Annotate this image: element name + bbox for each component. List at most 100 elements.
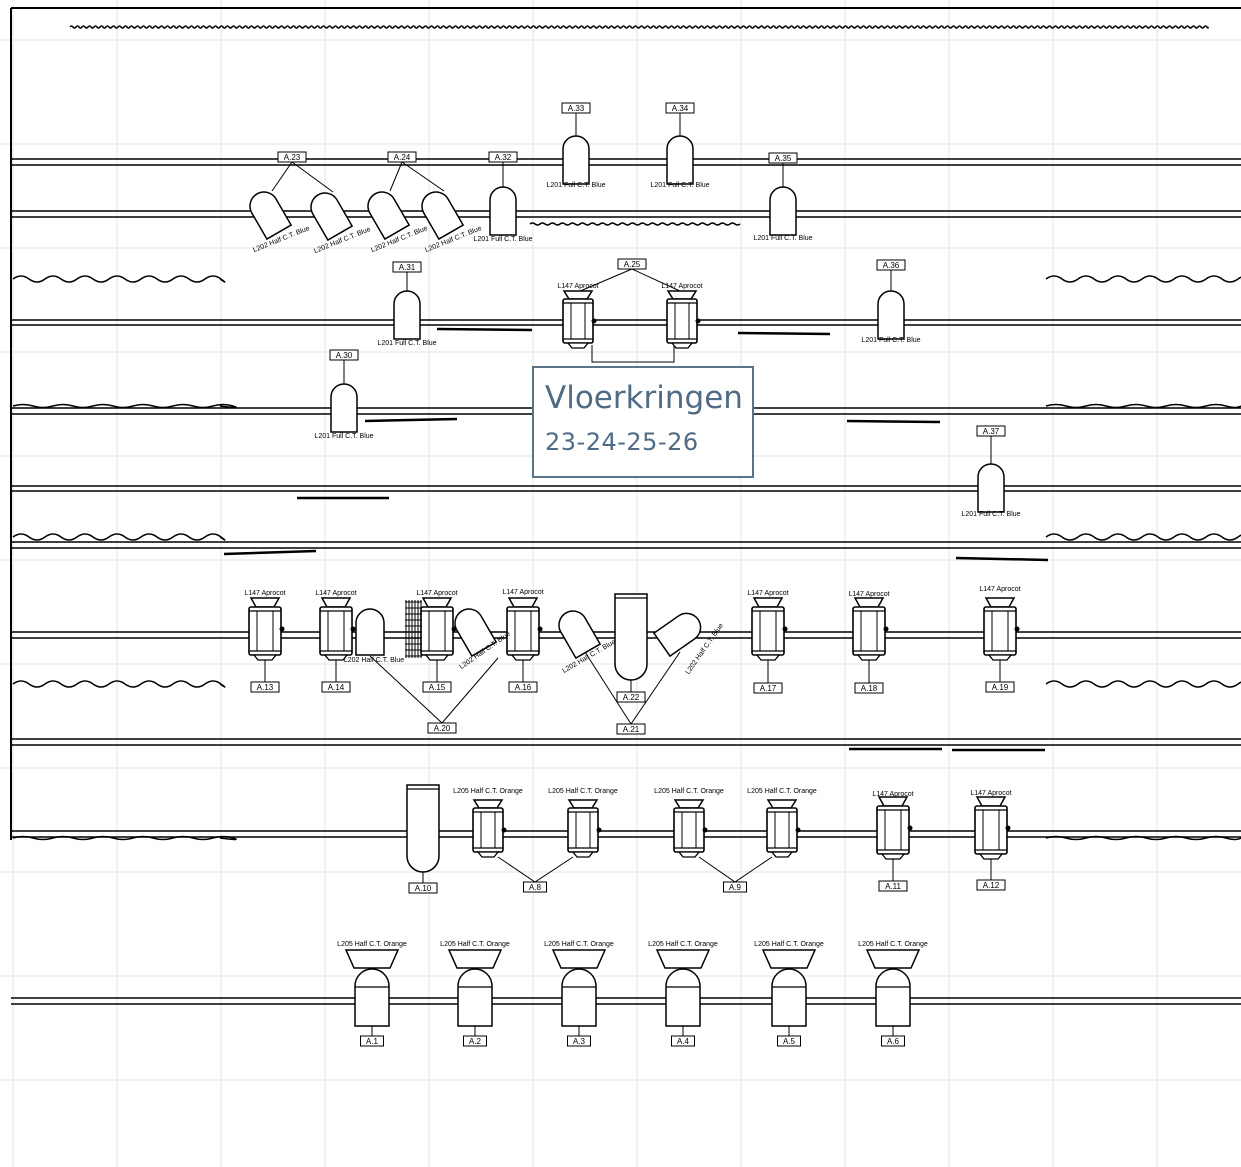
fixture-body [420, 606, 454, 656]
gel-label: L147 Aprocot [557, 283, 598, 290]
fixture-body [248, 606, 282, 656]
yoke [571, 851, 595, 858]
fixture-body [567, 807, 599, 853]
gel-label: L147 Aprocot [979, 586, 1020, 593]
fixture-body [367, 191, 411, 241]
clamp [596, 827, 602, 833]
channel-tag [617, 258, 647, 270]
gel-label: L205 Half C.T. Orange [754, 941, 824, 948]
channel-tag [508, 681, 538, 693]
gel-label: L201 Full C.T. Blue [314, 433, 373, 440]
fixture-body [665, 968, 701, 1027]
curtain [12, 403, 237, 409]
channel-tag [463, 1035, 487, 1047]
channel-label: A.13 [257, 683, 274, 692]
channel-tag [427, 722, 457, 734]
batten [11, 541, 1241, 549]
stage-structure [10, 7, 1241, 1005]
fixture-body [562, 298, 594, 344]
channel-tag [422, 681, 452, 693]
gel-label: L201 Full C.T. Blue [861, 337, 920, 344]
channel-tag [567, 1035, 591, 1047]
barn-door [551, 949, 607, 969]
channel-tag [876, 259, 906, 271]
hang-line [271, 161, 293, 192]
yoke [252, 654, 278, 661]
fixture-body [561, 968, 597, 1027]
clamp [907, 825, 913, 831]
channel-tag [768, 152, 798, 164]
fixture-body [406, 784, 440, 873]
fixture-body [769, 186, 797, 236]
fixture-body [330, 383, 358, 433]
gel-label: L205 Half C.T. Orange [453, 788, 523, 795]
fixture-body [558, 610, 602, 660]
barn-door [984, 597, 1016, 608]
gel-label: L205 Half C.T. Orange [654, 788, 724, 795]
channel-label: A.33 [568, 104, 585, 113]
channel-tag [665, 102, 695, 114]
yoke [880, 853, 906, 860]
channel-label: A.3 [573, 1037, 586, 1046]
fixture-A-9: L205 Half C.T. Orange L205 Half C.T. Oran… [654, 788, 817, 893]
channel-label: A.30 [336, 351, 353, 360]
channel-label: A.35 [775, 154, 792, 163]
gel-label: L205 Half C.T. Orange [747, 788, 817, 795]
channel-tag [985, 681, 1015, 693]
marker-stroke [955, 556, 1049, 562]
fixture-body [766, 807, 798, 853]
clamp [1014, 626, 1020, 632]
channel-tag [616, 723, 646, 735]
batten [11, 485, 1241, 492]
clamp [702, 827, 708, 833]
channel-label: A.10 [415, 884, 432, 893]
channel-label: A.31 [399, 263, 416, 272]
yoke [856, 654, 882, 661]
barn-door [877, 796, 909, 807]
channel-tag [671, 1035, 695, 1047]
callout-title: Vloerkringen [545, 380, 743, 416]
fixture-A-8: L205 Half C.T. Orange L205 Half C.T. Oran… [453, 788, 618, 893]
fixture-body [652, 612, 702, 658]
channel-tag [976, 425, 1006, 437]
barn-door [666, 290, 698, 300]
clamp [591, 318, 597, 324]
clamp [279, 626, 285, 632]
barn-door [865, 949, 921, 969]
hang-line [401, 161, 445, 192]
channel-label: A.34 [672, 104, 689, 113]
channel-label: A.17 [760, 684, 777, 693]
fixture-body [472, 807, 504, 853]
channel-tag [250, 681, 280, 693]
link-line [698, 856, 773, 883]
channel-label: A.37 [983, 427, 1000, 436]
fixture-body [562, 135, 590, 185]
callout-subtitle: 23-24-25-26 [545, 428, 699, 456]
channel-label: A.9 [729, 883, 742, 892]
yoke [323, 654, 349, 661]
barn-door [562, 290, 594, 300]
channel-label: A.19 [992, 683, 1009, 692]
channel-tag [277, 151, 307, 163]
gel-label: L205 Half C.T. Orange [548, 788, 618, 795]
channel-label: A.14 [328, 683, 345, 692]
marker-stroke [436, 327, 533, 332]
channel-label: A.25 [624, 260, 641, 269]
hang-line [389, 161, 403, 192]
clamp [795, 827, 801, 833]
yoke [770, 851, 794, 858]
barn-door [344, 949, 400, 969]
gel-label: L201 Full C.T. Blue [961, 511, 1020, 518]
fixture-A-10: A.10 [406, 784, 440, 894]
channel-tag [387, 151, 417, 163]
